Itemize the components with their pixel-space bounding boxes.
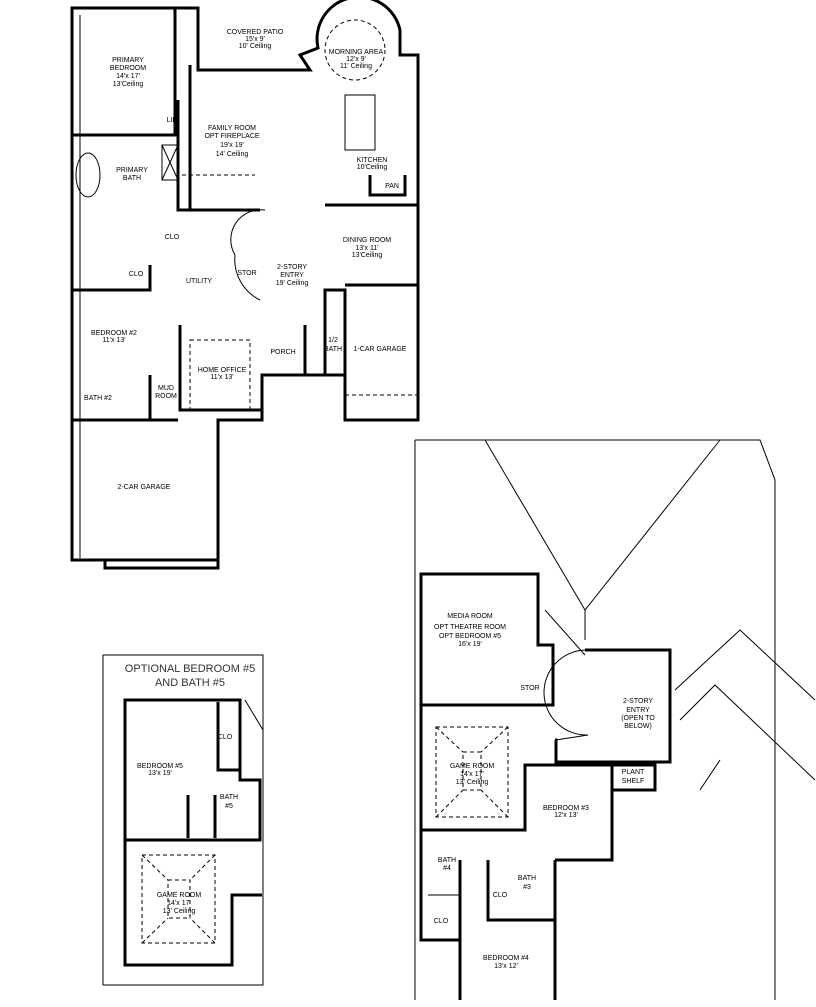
bedroom-4-size: 13'x 12' [494,963,518,970]
family-room-ceiling: 14' Ceiling [216,151,249,158]
primary-bedroom-ceiling: 13'Ceiling [113,81,144,88]
family-room-option: OPT FIREPLACE [204,133,259,140]
morning-area-label: MORNING AREA [329,49,384,56]
plant-shelf-label: PLANT [622,769,645,776]
bedroom-3-label: BEDROOM #3 [543,805,589,812]
primary-bath-label: PRIMARY [116,167,148,174]
inset-game-room-label: GAME ROOM [157,892,202,899]
game-room-ceiling: 13' Ceiling [456,779,489,786]
optional-inset [102,654,264,986]
second-floor-walls [414,439,816,1000]
closet-label: CLO [165,234,180,241]
first-floor-walls [70,0,420,570]
upper-entry-label: ENTRY [626,707,650,714]
half-bath-label: BATH [324,346,342,353]
dining-room-ceiling: 13'Ceiling [352,252,383,259]
entry-label: ENTRY [280,272,304,279]
inset-title: OPTIONAL BEDROOM #5 [125,663,255,675]
storage-label: STOR [520,685,539,692]
media-room-option: OPT BEDROOM #5 [439,633,501,640]
one-car-garage-label: 1-CAR GARAGE [354,346,407,353]
morning-area-size: 12'x 9' [346,56,366,63]
morning-area-ceiling: 11' Ceiling [340,63,372,70]
linen-label: LIN [167,117,178,124]
game-room-size: 14'x 17' [460,771,484,778]
bath-3-label: #3 [523,884,531,891]
family-room-label: FAMILY ROOM [208,125,256,132]
kitchen-label: KITCHEN [357,157,388,164]
inset-game-room-size: 14'x 17' [167,900,191,907]
storage-label: STOR [237,270,256,277]
closet-label: CLO [129,271,144,278]
pantry-label: PAN [385,183,399,190]
half-bath-label: 1/2 [328,337,338,344]
plant-shelf-label: SHELF [622,778,645,785]
dining-room-size: 13'x 11' [355,245,378,252]
bath-3-label: BATH [518,875,536,882]
media-room-option: OPT THEATRE ROOM [434,624,506,631]
bath-5-label: BATH [220,794,238,801]
dining-room-label: DINING ROOM [343,237,391,244]
family-room-size: 19'x 19' [220,142,244,149]
mud-room-label: ROOM [155,393,177,400]
bedroom-4-label: BEDROOM #4 [483,955,529,962]
primary-bedroom-size: 14'x 17' [116,73,140,80]
primary-bath-label: BATH [123,175,141,182]
two-car-garage-label: 2-CAR GARAGE [118,484,171,491]
closet-label: CLO [218,734,233,741]
entry-label: 2-STORY [277,264,307,271]
entry-ceiling: 19' Ceiling [276,280,309,287]
covered-patio-size: 15'x 9' [245,36,265,43]
utility-label: UTILITY [186,278,212,285]
bedroom-5-size: 13'x 19' [148,770,172,777]
covered-patio-ceiling: 10' Ceiling [239,43,272,50]
inset-title: AND BATH #5 [155,677,225,689]
home-office-label: HOME OFFICE [198,367,247,374]
second-floor-labels: MEDIA ROOM OPT THEATRE ROOM OPT BEDROOM … [434,613,656,970]
bedroom-2-size: 11'x 13' [102,337,125,344]
porch-label: PORCH [270,349,295,356]
bath-5-label: #5 [225,803,233,810]
upper-entry-note: (OPEN TO [621,715,655,722]
bedroom-2-label: BEDROOM #2 [91,330,137,337]
upper-entry-label: 2-STORY [623,698,653,705]
closet-label: CLO [434,918,449,925]
upper-entry-note: BELOW) [624,723,652,730]
bedroom-3-size: 12'x 13' [554,812,578,819]
media-room-size: 16'x 19' [458,641,482,648]
inset-labels: OPTIONAL BEDROOM #5 AND BATH #5 BEDROOM … [125,663,255,915]
media-room-label: MEDIA ROOM [447,613,493,620]
bath-4-label: #4 [443,865,451,872]
first-floor-labels: PRIMARY BEDROOM 14'x 17' 13'Ceiling COVE… [84,29,407,491]
closet-label: CLO [493,892,508,899]
bedroom-5-label: BEDROOM #5 [137,763,183,770]
mud-room-label: MUD [158,385,174,392]
primary-bedroom-label: BEDROOM [110,65,146,72]
inset-game-room-ceiling: 13' Ceiling [163,908,196,915]
bath-4-label: BATH [438,857,456,864]
game-room-label: GAME ROOM [450,763,495,770]
home-office-size: 11'x 13' [210,374,233,381]
covered-patio-label: COVERED PATIO [227,29,284,36]
bath-2-label: BATH #2 [84,395,112,402]
kitchen-ceiling: 10'Ceiling [357,164,388,171]
primary-bedroom-label: PRIMARY [112,57,144,64]
